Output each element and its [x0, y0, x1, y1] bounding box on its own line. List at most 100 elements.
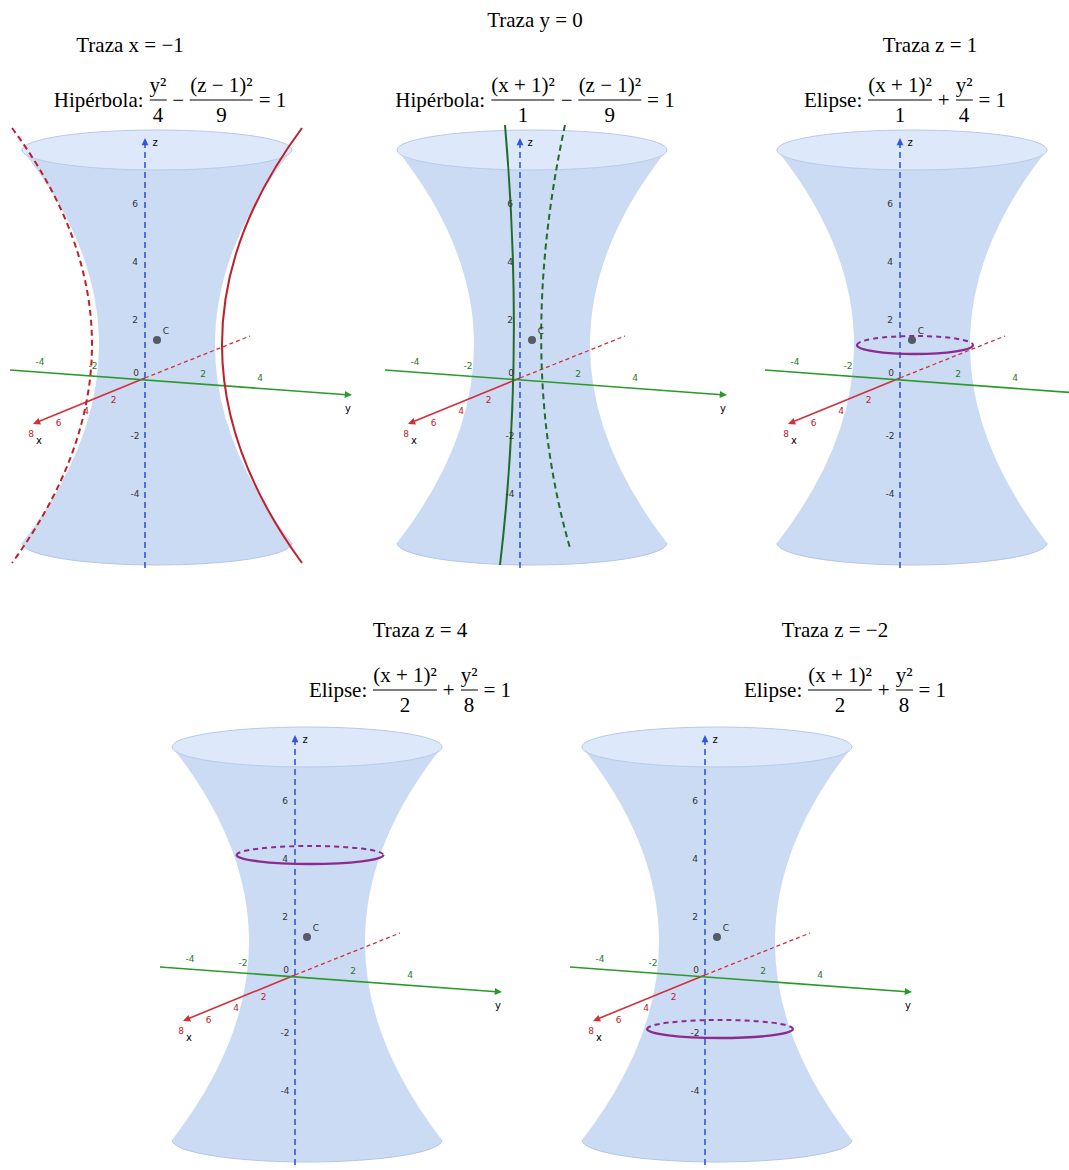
y-tick: 4	[817, 970, 823, 980]
y-tick: 2	[350, 966, 356, 976]
y-tick: -4	[186, 954, 195, 964]
denominator: 1	[895, 103, 906, 128]
axis-arrowhead	[720, 391, 727, 398]
x-axis-negative	[295, 933, 400, 975]
y-axis	[160, 967, 500, 992]
surface-top	[777, 130, 1047, 170]
axis-name: x	[791, 435, 797, 446]
hyperbola-trace	[222, 128, 302, 563]
axis-arrowhead	[345, 391, 352, 398]
axis-name: z	[907, 137, 912, 148]
trace-equation: Elipse:(x + 1)²1+y²4= 1	[804, 73, 1006, 128]
axis-name: x	[596, 1032, 602, 1043]
denominator: 4	[959, 103, 970, 128]
x-tick: 8	[178, 1026, 184, 1036]
x-tick: 6	[431, 418, 437, 428]
axis-arrowhead	[142, 138, 149, 145]
z-tick: -2	[886, 431, 895, 441]
ellipse-trace	[857, 345, 973, 354]
surface-bottom-edge	[777, 543, 1047, 565]
origin-label: 0	[508, 368, 514, 378]
denominator: 9	[605, 103, 616, 128]
z-tick: -4	[506, 489, 515, 499]
denominator: 8	[899, 693, 910, 718]
x-axis	[595, 975, 705, 1020]
ellipse-trace-hidden	[647, 1020, 793, 1029]
surface-body	[22, 130, 292, 565]
surface-bottom-edge	[172, 1140, 442, 1162]
axis-arrowhead	[897, 138, 904, 145]
x-tick: 8	[783, 429, 789, 439]
point-label: C	[918, 326, 924, 336]
y-tick: -2	[649, 958, 658, 968]
axis-arrowhead	[593, 1015, 601, 1021]
numerator: (z − 1)²	[579, 73, 641, 98]
origin-label: 0	[283, 965, 289, 975]
hyperboloid	[172, 727, 442, 1162]
y-axis	[765, 370, 1069, 395]
axis-name: x	[36, 435, 42, 446]
x-tick: 4	[458, 406, 464, 416]
curve-type: Elipse:	[744, 678, 802, 703]
surface-body	[397, 130, 667, 565]
equals-one: = 1	[259, 88, 287, 113]
trace-equation: Elipse:(x + 1)²2+y²8= 1	[744, 663, 946, 718]
y-tick: 4	[407, 970, 413, 980]
fraction: (x + 1)²2	[808, 663, 872, 718]
y-tick: 2	[955, 369, 961, 379]
center-point	[153, 336, 161, 344]
x-axis-negative	[145, 336, 250, 378]
numerator: (x + 1)²	[491, 73, 555, 98]
y-tick: -4	[36, 357, 45, 367]
axis-arrowhead	[33, 418, 41, 424]
axis-name: y	[345, 403, 351, 414]
numerator: (z − 1)²	[190, 73, 252, 98]
y-tick: 2	[575, 369, 581, 379]
x-tick: 6	[206, 1015, 212, 1025]
surface-bottom-edge	[22, 543, 292, 565]
surface-bottom-edge	[582, 1140, 852, 1162]
curve-type: Elipse:	[309, 678, 367, 703]
y-tick: -2	[89, 361, 98, 371]
y-tick: 4	[632, 373, 638, 383]
axis-arrowhead	[905, 988, 912, 995]
ellipse-trace	[647, 1029, 793, 1038]
hyperboloid	[582, 727, 852, 1162]
z-tick: 2	[887, 315, 893, 325]
x-tick: 4	[643, 1003, 649, 1013]
y-axis	[385, 370, 725, 395]
denominator: 4	[153, 103, 164, 128]
denominator: 9	[216, 103, 227, 128]
trace-equation: Elipse:(x + 1)²2+y²8= 1	[309, 663, 511, 718]
z-axis	[144, 140, 146, 568]
fraction-bar	[150, 100, 167, 101]
equals-one: = 1	[979, 88, 1007, 113]
fraction: (z − 1)² 9	[190, 73, 252, 128]
numerator: (x + 1)²	[808, 663, 872, 688]
operator: −	[561, 88, 573, 113]
fraction: y²4	[956, 73, 973, 128]
fraction-bar	[461, 690, 478, 691]
y-tick: 4	[1012, 373, 1018, 383]
curve-type: Elipse:	[804, 88, 862, 113]
surface-body	[777, 130, 1047, 565]
operator: +	[443, 678, 455, 703]
x-tick: 2	[866, 395, 872, 405]
denominator: 8	[464, 693, 475, 718]
surface-body	[582, 727, 852, 1162]
y-axis	[570, 967, 910, 992]
axis-arrowhead	[183, 1015, 191, 1021]
z-tick: 6	[507, 199, 513, 209]
y-tick: 4	[257, 373, 263, 383]
fraction: (x + 1)²1	[868, 73, 932, 128]
fraction: y²8	[461, 663, 478, 718]
fraction-bar	[579, 100, 641, 101]
z-tick: 2	[132, 315, 138, 325]
x-tick: 4	[83, 406, 89, 416]
ellipse-trace	[237, 855, 384, 864]
fraction: y²8	[896, 663, 913, 718]
numerator: y²	[150, 73, 167, 98]
surface-body	[172, 727, 442, 1162]
surface-top	[172, 727, 442, 767]
x-axis	[410, 378, 520, 423]
